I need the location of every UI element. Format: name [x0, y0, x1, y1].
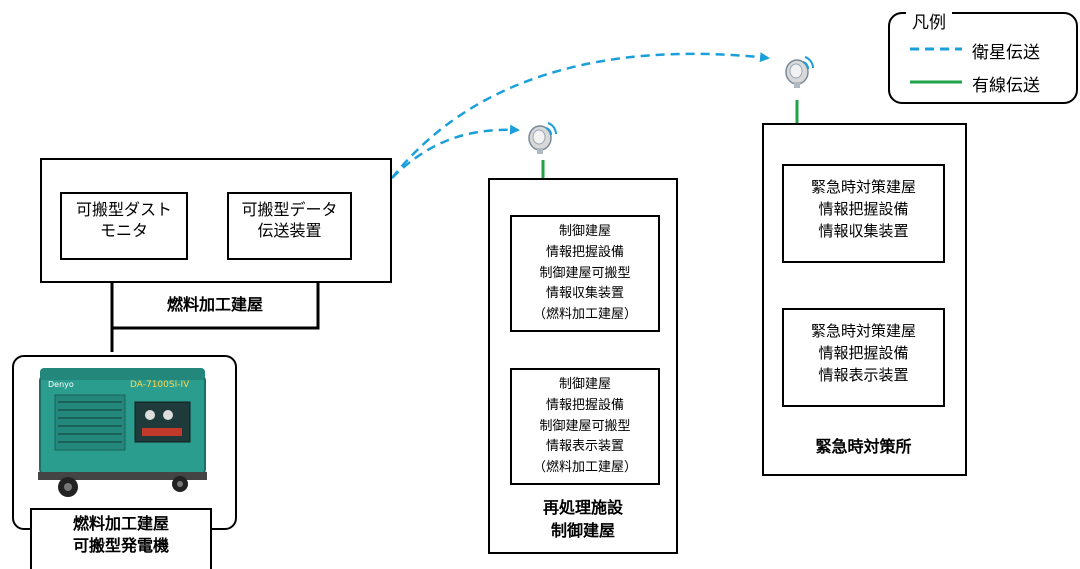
emergency-display-box — [782, 308, 945, 407]
emergency-collect-label: 緊急時対策建屋 情報把握設備 情報収集装置 — [810, 178, 916, 240]
emergency-display-label: 緊急時対策建屋 情報把握設備 情報表示装置 — [810, 322, 916, 384]
legend-label-wired: 有線伝送 — [972, 76, 1040, 96]
reprocessing-collect-box — [510, 215, 660, 332]
reprocessing-display-box — [510, 368, 660, 485]
generator-brand: Denyo — [48, 380, 74, 389]
dust-monitor-box — [60, 192, 188, 260]
generator-label: 燃料加工建屋 可搬型発電機 — [72, 514, 169, 556]
reprocessing-label: 再処理施設 制御建屋 — [542, 498, 623, 541]
generator-nameplate: DA-7100SI-IV — [130, 380, 190, 390]
reprocessing-collect-label: 制御建屋 情報把握設備 制御建屋可搬型 情報収集装置 （燃料加工建屋） — [532, 224, 637, 323]
reprocessing-display-label: 制御建屋 情報把握設備 制御建屋可搬型 情報表示装置 （燃料加工建屋） — [532, 377, 637, 476]
satellite-link-to-reprocessing — [391, 124, 520, 179]
fuel-building-label: 燃料加工建屋 — [166, 295, 263, 314]
data-transmitter-label: 可搬型データ 伝送装置 — [241, 200, 338, 240]
dust-monitor-label: 可搬型ダスト モニタ — [75, 200, 172, 240]
legend-label-satellite: 衛星伝送 — [972, 43, 1040, 63]
power-line-to-transmitter — [112, 259, 324, 330]
satellite-link-to-emergency — [391, 52, 770, 179]
legend-title: 凡例 — [906, 8, 952, 33]
emergency-label: 緊急時対策所 — [815, 437, 912, 456]
data-transmitter-box — [227, 192, 352, 260]
emergency-collect-box — [782, 164, 945, 263]
generator-label-box — [30, 508, 212, 569]
